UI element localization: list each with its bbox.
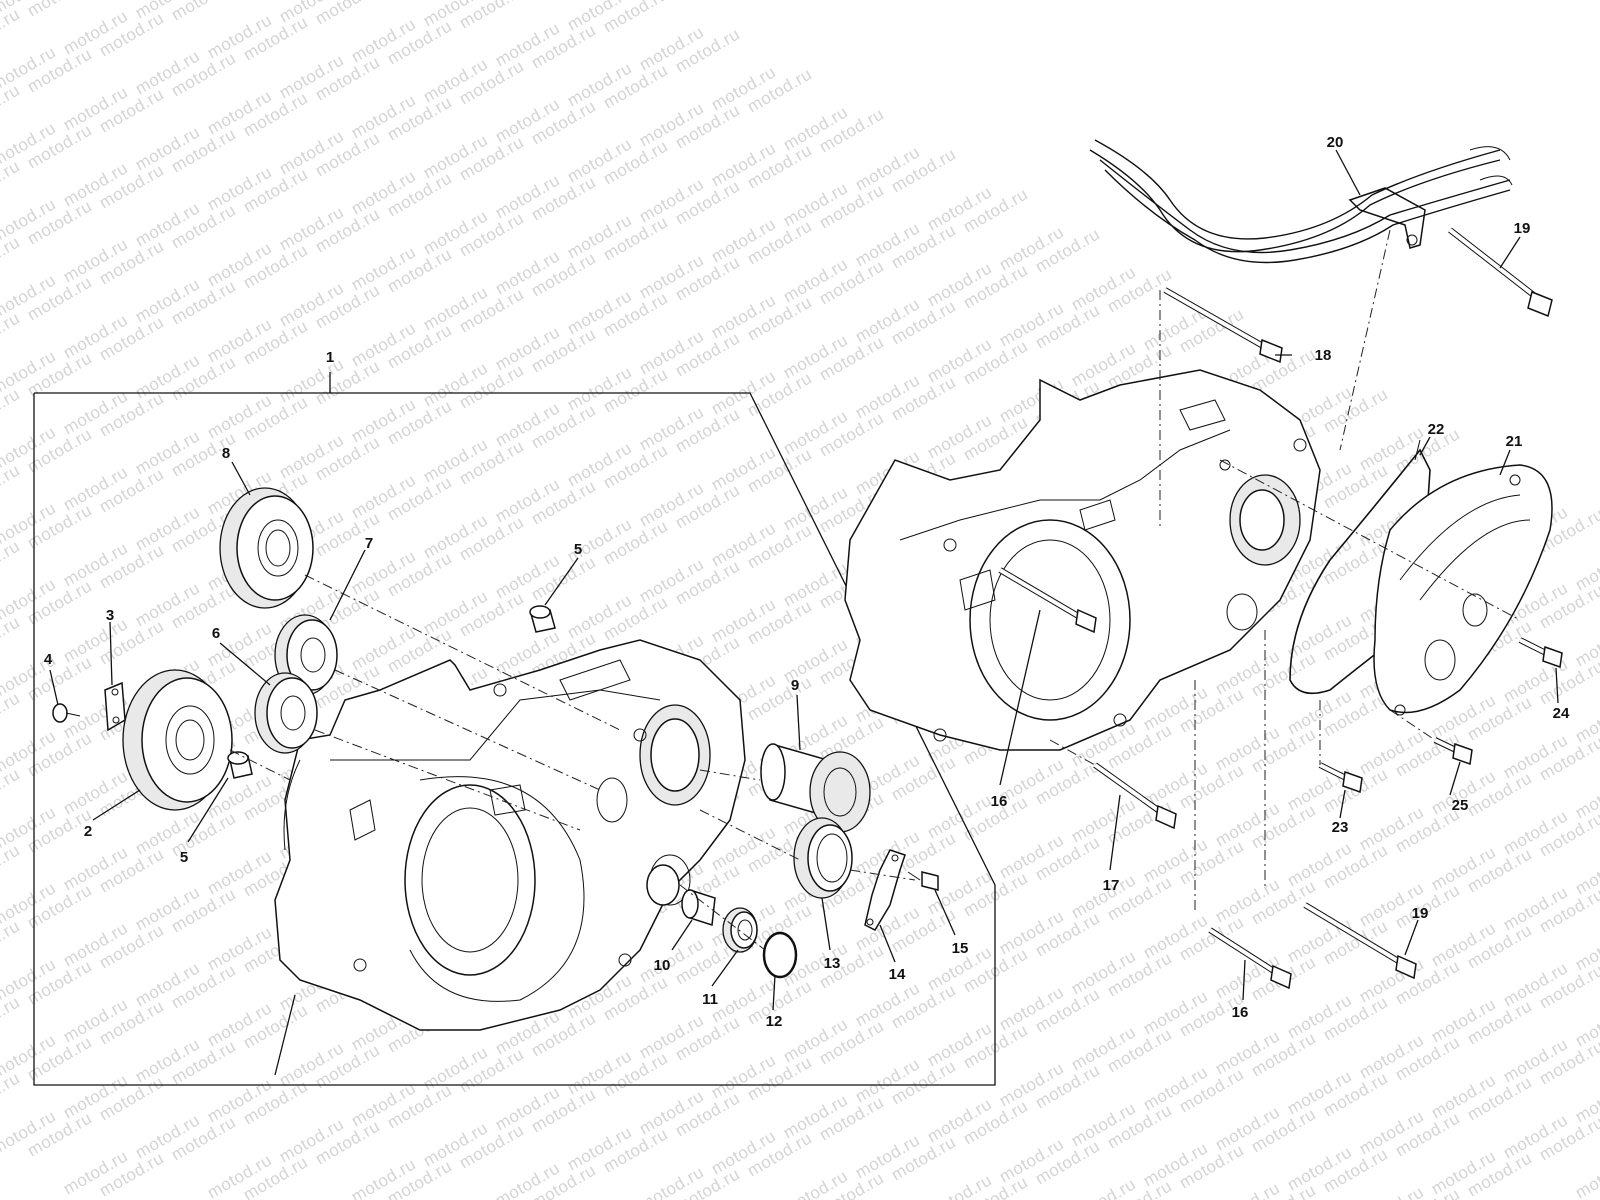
bolt-25: [1433, 737, 1473, 766]
bolt-24: [1518, 637, 1563, 669]
callout-8: 8: [222, 445, 230, 462]
bolt-19-lower: [1303, 902, 1417, 980]
dowel-pin-5-upper: [529, 605, 556, 633]
callout-7: 7: [365, 535, 373, 552]
leader-lines: [49, 149, 1559, 1076]
axis-20: [1339, 229, 1391, 451]
bolt-16-upper: [998, 567, 1097, 634]
callout-25: 25: [1452, 797, 1469, 814]
assembly-frame: [33, 392, 996, 1086]
callout-1: 1: [326, 349, 334, 366]
callout-20: 20: [1327, 134, 1344, 151]
bearing-2: [122, 669, 233, 811]
callout-5-upper: 5: [574, 541, 582, 558]
axis-cover: [1219, 459, 1521, 621]
retainer-plate-14: [864, 849, 906, 931]
callout-21: 21: [1506, 433, 1523, 450]
callout-22: 22: [1428, 421, 1445, 438]
axis-2: [229, 749, 291, 781]
callout-18: 18: [1315, 347, 1332, 364]
callout-10: 10: [654, 957, 671, 974]
callout-labels: 1 2 3 4 5 5 6 7 8 9 10 11 12 13 14 15 16…: [44, 134, 1570, 1030]
callout-15: 15: [952, 940, 969, 957]
axis-17: [1049, 739, 1096, 766]
right-crankcase-half: [844, 369, 1321, 751]
axis-13: [699, 809, 801, 861]
bushing-10: [681, 889, 716, 926]
axis-11: [679, 884, 766, 951]
callout-14: 14: [889, 966, 906, 983]
callout-6: 6: [212, 625, 220, 642]
bolt-17: [1093, 762, 1177, 830]
callout-19-upper: 19: [1514, 220, 1531, 237]
oil-seal-13: [793, 817, 853, 899]
callout-11: 11: [702, 991, 718, 1008]
axis-7: [334, 669, 601, 791]
bolt-16-lower: [1208, 927, 1292, 990]
callout-24: 24: [1553, 705, 1570, 722]
callout-23: 23: [1332, 819, 1349, 836]
callout-12: 12: [766, 1013, 783, 1030]
dowel-pin-5-lower: [227, 751, 253, 779]
callout-13: 13: [824, 955, 841, 972]
callout-5-lower: 5: [180, 849, 188, 866]
screw-4: [52, 703, 81, 723]
callout-16-lower: 16: [1232, 1004, 1249, 1021]
bearing-8: [219, 487, 314, 609]
case-ring: [646, 864, 680, 906]
bolt-23: [1318, 762, 1363, 794]
axis-25: [1389, 709, 1436, 741]
axis-8: [304, 574, 621, 731]
callout-4: 4: [44, 651, 53, 668]
retainer-plate-3: [104, 681, 126, 732]
hose-bracket-20: [1348, 187, 1426, 249]
bushing-9: [760, 743, 871, 833]
callout-16-upper: 16: [991, 793, 1008, 810]
left-crankcase-half: [274, 639, 746, 1031]
callout-2: 2: [84, 823, 92, 840]
circlip-12: [762, 931, 798, 979]
bearing-11: [722, 907, 758, 953]
callout-3: 3: [106, 607, 114, 624]
axis-6: [314, 729, 581, 831]
axis-15: [849, 869, 916, 881]
cover-21: [1373, 464, 1553, 716]
callout-17: 17: [1103, 877, 1120, 894]
breather-hoses: [1089, 139, 1513, 264]
bolt-19-upper: [1448, 227, 1553, 318]
callout-9: 9: [791, 677, 799, 694]
bearing-6: [254, 672, 318, 754]
screw-15: [907, 871, 939, 891]
bolt-18: [1163, 287, 1283, 364]
callout-19-lower: 19: [1412, 905, 1429, 922]
